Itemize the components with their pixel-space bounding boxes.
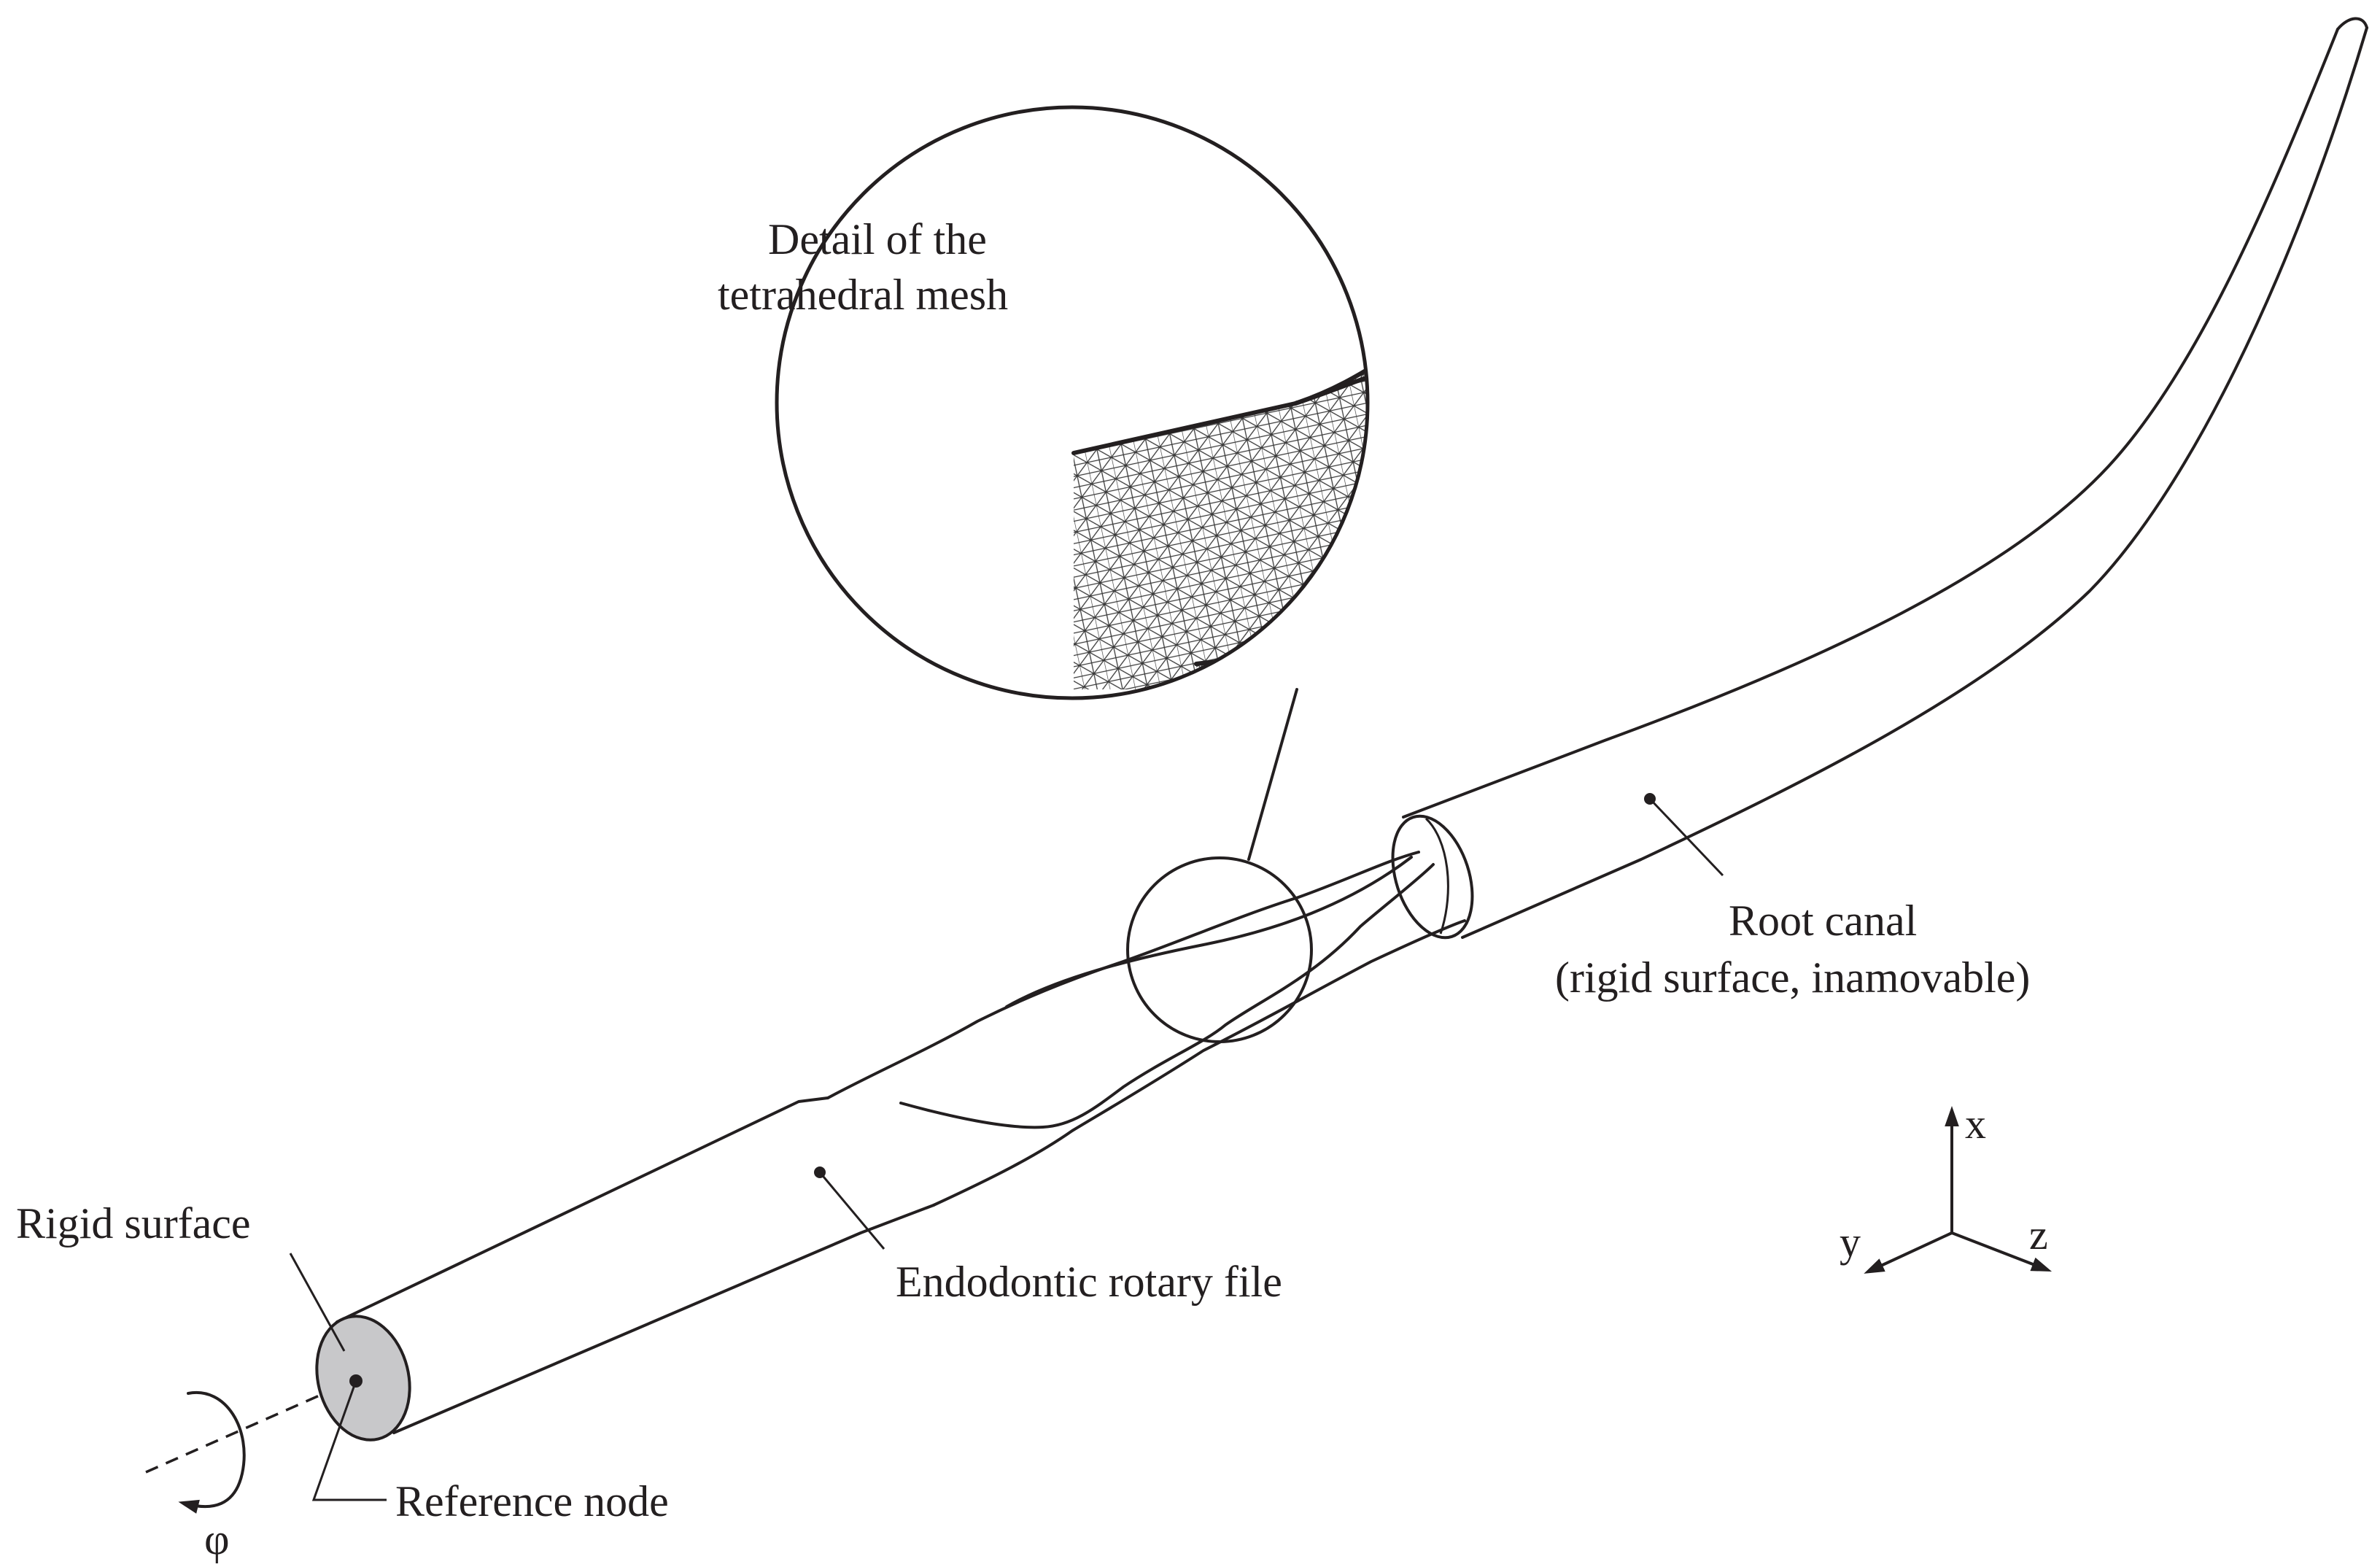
coordinate-axes: x y z (1840, 1100, 2053, 1274)
rotary-file-label: Endodontic rotary file (896, 1258, 1282, 1306)
labels: Detail of the tetrahedral mesh Root cana… (16, 215, 2030, 1563)
mesh-detail-zoom (1071, 235, 1368, 698)
rigid-surface-label: Rigid surface (16, 1199, 251, 1247)
axis-x-label: x (1965, 1100, 1986, 1148)
mesh-edge-1 (1071, 235, 1368, 455)
mesh-edge-2 (1293, 366, 1368, 406)
file-flute-lower-outline (932, 919, 1466, 1207)
reference-node-label: Reference node (395, 1477, 669, 1525)
root-canal-leader (1648, 797, 1724, 877)
reference-node-leader (311, 1380, 387, 1501)
root-canal-lower-edge (1461, 26, 2368, 939)
axis-y-label: y (1840, 1218, 1861, 1266)
leader-lines (289, 797, 1724, 1501)
rotary-file (315, 793, 1656, 1442)
root-canal-label-line2: (rigid surface, inamovable) (1555, 953, 2030, 1002)
root-canal-tip (2336, 17, 2368, 31)
root-canal-opening-inner (1424, 817, 1449, 935)
zoom-connector-line (1247, 688, 1298, 861)
root-canal-label-line1: Root canal (1729, 897, 1917, 945)
file-flute-helix-1 (1005, 856, 1413, 1008)
rigid-surface-leader (289, 1253, 346, 1352)
axis-y-arrow (1864, 1231, 1953, 1274)
focus-circle (1126, 856, 1313, 1043)
mesh-detail-label-line1: Detail of the (768, 215, 987, 263)
rotation-arrow-arc (178, 1390, 246, 1514)
rotation-indicator (145, 1390, 322, 1514)
axis-z-label: z (2029, 1211, 2048, 1258)
file-flute-helix-2 (899, 863, 1435, 1129)
mesh-detail-circle (775, 105, 1370, 700)
root-canal-opening (1391, 814, 1474, 940)
rotary-file-leader (818, 1172, 885, 1250)
file-shank-lower-edge (392, 1204, 935, 1434)
root-canal (1391, 17, 2368, 940)
file-shank-upper-edge (336, 1096, 829, 1323)
rigid-surface-cap (315, 1315, 411, 1442)
rotation-symbol-label: φ (204, 1515, 230, 1563)
rotation-axis-dashed (145, 1393, 322, 1474)
root-canal-upper-edge (1402, 28, 2339, 819)
axis-z-arrow (1950, 1231, 2053, 1272)
mesh-detail-label-line2: tetrahedral mesh (718, 271, 1008, 319)
file-flute-upper-outline (826, 851, 1420, 1099)
